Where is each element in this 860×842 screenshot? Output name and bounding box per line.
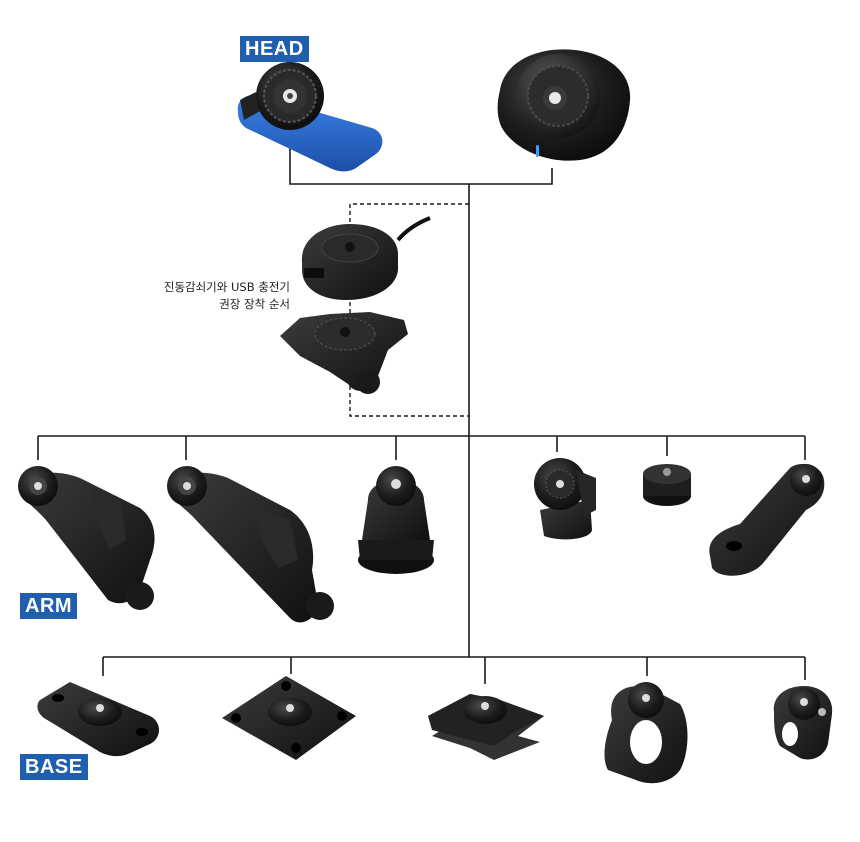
flat-dual-hole-base: [37, 682, 159, 757]
arm-branch-bar: [37, 435, 806, 460]
long-arm-2: [167, 466, 334, 623]
ball-knuckle-riser: [358, 466, 434, 574]
adhesive-cross-base: [428, 694, 544, 760]
section-tag-base: BASE: [20, 754, 88, 780]
vibration-dampener: [280, 312, 408, 394]
square-four-hole-base: [222, 676, 356, 760]
usb-charging-head: [301, 216, 431, 300]
short-riser: [643, 464, 691, 506]
vibration-dampened-head: [497, 49, 631, 161]
section-tag-arm: ARM: [20, 593, 78, 619]
section-tag-head: HEAD: [240, 36, 309, 62]
base-branch-bar: [102, 656, 806, 684]
connector-lines: [37, 148, 806, 684]
swivel-knuckle: [534, 458, 596, 540]
note-line-1: 진동감쇠기와 USB 충전기: [163, 280, 290, 294]
blue-lever-mount: [237, 62, 383, 172]
accessory-dashed-bracket: [349, 203, 469, 417]
note-line-2: 권장 장착 순서: [219, 297, 290, 311]
mounting-order-note: 진동감쇠기와 USB 충전기 권장 장착 순서: [130, 279, 290, 313]
offset-arm: [709, 464, 825, 576]
small-bar-clamp-base: [773, 686, 833, 760]
head-connector: [289, 148, 553, 185]
long-arm: [18, 466, 155, 610]
handlebar-clamp-base: [604, 682, 688, 784]
